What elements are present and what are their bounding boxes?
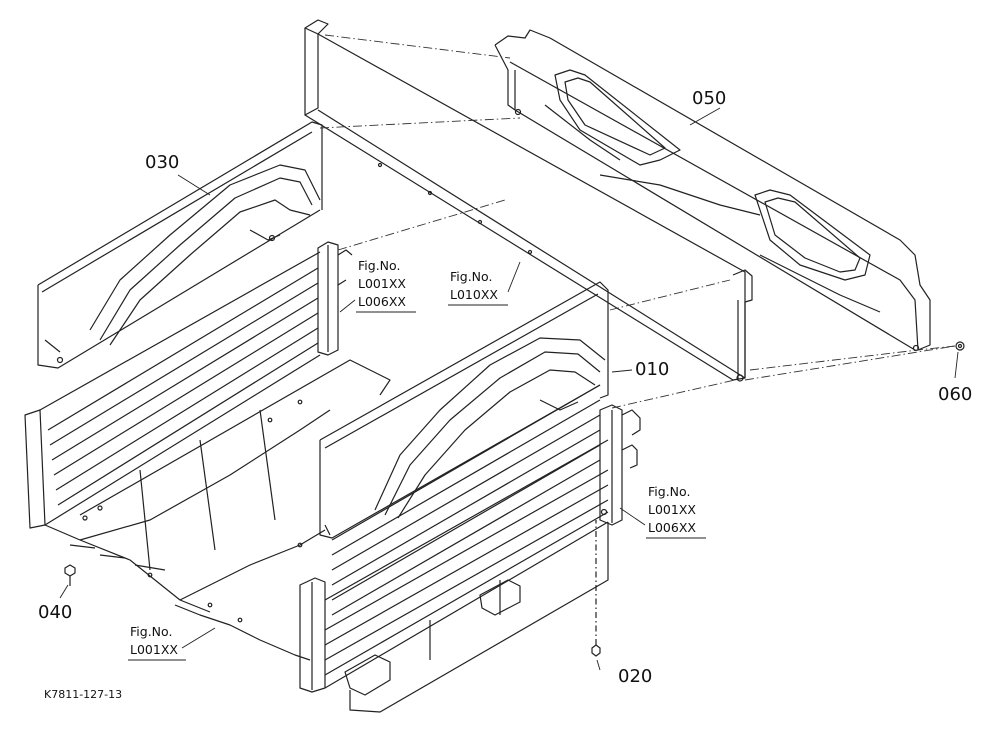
right-front-assembly bbox=[299, 384, 641, 713]
bolt-040 bbox=[64, 564, 76, 586]
rear-panel bbox=[304, 19, 753, 382]
bed-floor bbox=[24, 251, 391, 661]
ref-left-line2: L006XX bbox=[358, 294, 406, 309]
drawing-code: K7811-127-13 bbox=[44, 688, 122, 701]
label-030: 030 bbox=[145, 152, 179, 173]
tailgate-panel bbox=[494, 29, 931, 352]
left-front-post bbox=[317, 241, 353, 356]
bolt-020 bbox=[591, 520, 601, 657]
ref-left-fig: Fig.No. bbox=[358, 258, 400, 273]
figure-reference-bottom: Fig.No. L001XX bbox=[128, 624, 186, 661]
ref-bottom-line1: L001XX bbox=[130, 642, 178, 657]
alignment-lines bbox=[319, 34, 956, 409]
ref-center-line1: L010XX bbox=[450, 287, 498, 302]
left-side-panel bbox=[37, 121, 323, 369]
label-010: 010 bbox=[635, 359, 669, 380]
ref-right-line1: L001XX bbox=[648, 502, 696, 517]
figure-reference-left: Fig.No. L001XX L006XX bbox=[356, 258, 416, 313]
leader-lines bbox=[59, 107, 959, 671]
right-side-panel bbox=[319, 281, 609, 539]
label-020: 020 bbox=[618, 666, 652, 687]
figure-reference-right: Fig.No. L001XX L006XX bbox=[646, 484, 706, 539]
label-040: 040 bbox=[38, 602, 72, 623]
part-labels: 050 030 010 060 040 020 bbox=[38, 88, 972, 687]
figure-reference-center: Fig.No. L010XX bbox=[448, 269, 508, 306]
label-050: 050 bbox=[692, 88, 726, 109]
ref-right-fig: Fig.No. bbox=[648, 484, 690, 499]
ref-left-line1: L001XX bbox=[358, 276, 406, 291]
ref-right-line2: L006XX bbox=[648, 520, 696, 535]
ref-center-fig: Fig.No. bbox=[450, 269, 492, 284]
label-060: 060 bbox=[938, 384, 972, 405]
ref-bottom-fig: Fig.No. bbox=[130, 624, 172, 639]
bolt-060 bbox=[955, 341, 965, 351]
